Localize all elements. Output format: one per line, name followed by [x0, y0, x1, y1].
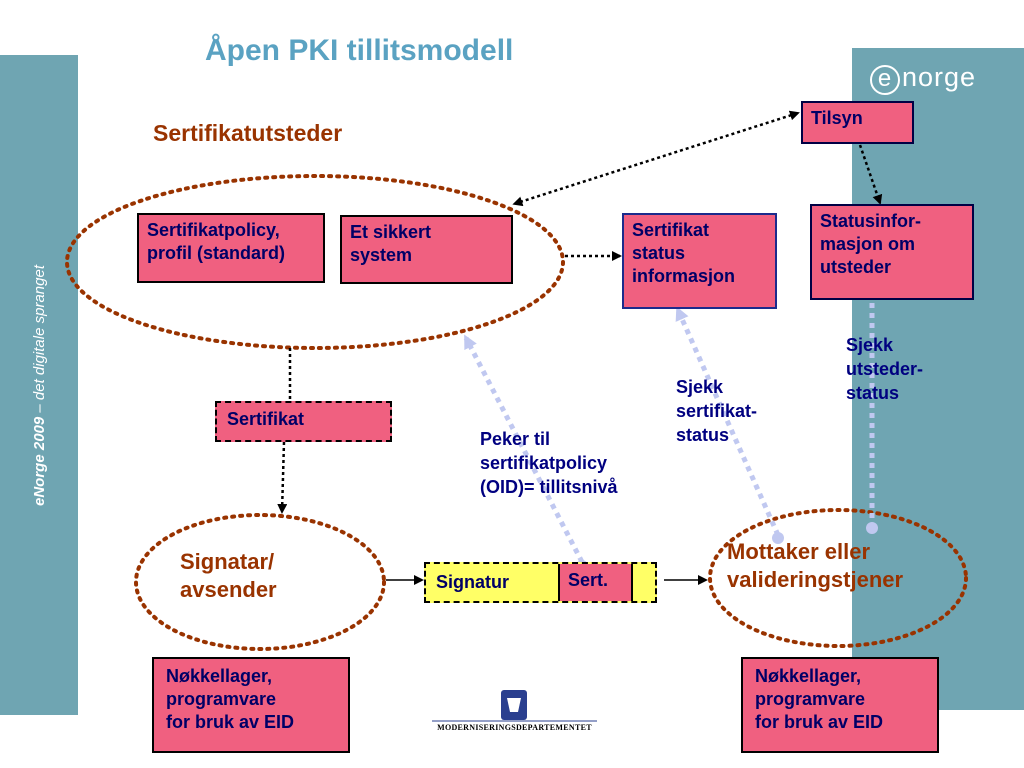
status-info-line-2: masjon om [820, 234, 916, 254]
cert-status-line-2: status [632, 243, 686, 263]
enorge-logo-e: e [870, 65, 900, 95]
dot-receiver-2 [866, 522, 878, 534]
policy-line-2: profil (standard) [147, 243, 285, 263]
points-to-line-2: sertifikatpolicy [480, 453, 608, 473]
status-info-box: Statusinfor- masjon om utsteder [810, 204, 974, 300]
ministry-crest-icon [432, 690, 597, 722]
receiver-line-2: valideringstjener [727, 567, 904, 592]
signer-ellipse [134, 513, 386, 651]
enorge-logo-text: norge [902, 62, 977, 92]
status-info-line-1: Statusinfor- [820, 211, 921, 231]
policy-box: Sertifikatpolicy, profil (standard) [137, 213, 325, 283]
check-issuer-label: Sjekk utsteder- status [846, 333, 923, 405]
issuer-heading: Sertifikatutsteder [153, 120, 343, 146]
ministry-logo: MODERNISERINGSDEPARTEMENTET [432, 690, 597, 742]
cert-status-line-3: informasjon [632, 266, 736, 286]
check-issuer-line-1: Sjekk [846, 335, 894, 355]
check-cert-line-3: status [676, 425, 730, 445]
arrow-tilsyn-issuer [512, 110, 800, 207]
secure-system-line-2: system [350, 245, 413, 265]
cert-status-line-1: Sertifikat [632, 220, 710, 240]
dot-receiver-1 [772, 532, 784, 544]
check-cert-line-1: Sjekk [676, 377, 724, 397]
keystore-right-line-3: for bruk av EID [755, 712, 884, 732]
policy-line-1: Sertifikatpolicy, [147, 220, 280, 240]
points-to-line-1: Peker til [480, 429, 551, 449]
points-to-line-3: (OID)= tillitsnivå [480, 477, 618, 497]
keystore-left-box: Nøkkellager, programvare for bruk av EID [152, 657, 350, 753]
receiver-line-1: Mottaker eller [727, 539, 871, 564]
arrow-sertifikat-signer [277, 441, 288, 514]
arrow-sert-policy [463, 334, 585, 564]
receiver-label: Mottaker eller valideringstjener [727, 538, 903, 594]
keystore-left-line-1: Nøkkellager, [166, 666, 273, 686]
signer-line-2: avsender [180, 577, 277, 602]
sert-box: Sert. [558, 564, 633, 601]
check-cert-line-2: sertifikat- [676, 401, 758, 421]
secure-system-box: Et sikkert system [340, 215, 513, 284]
signer-label: Signatar/ avsender [180, 548, 277, 604]
check-issuer-line-3: status [846, 383, 900, 403]
keystore-right-line-2: programvare [755, 689, 866, 709]
cert-status-box: Sertifikat status informasjon [622, 213, 777, 309]
signatur-label: Signatur [436, 572, 510, 592]
right-side-band [852, 48, 1024, 710]
keystore-right-line-1: Nøkkellager, [755, 666, 862, 686]
arrow-tilsyn-status [858, 144, 883, 205]
keystore-left-line-2: programvare [166, 689, 277, 709]
receiver-ellipse [708, 508, 968, 648]
points-to-label: Peker til sertifikatpolicy (OID)= tillit… [480, 427, 618, 499]
sertifikat-box: Sertifikat [215, 401, 392, 442]
status-info-line-3: utsteder [820, 257, 892, 277]
secure-system-line-1: Et sikkert [350, 222, 432, 242]
signer-line-1: Signatar/ [180, 549, 275, 574]
tilsyn-box: Tilsyn [801, 101, 914, 144]
ministry-name: MODERNISERINGSDEPARTEMENTET [437, 723, 592, 732]
signature-block: Signatur Sert. [424, 562, 657, 603]
keystore-right-box: Nøkkellager, programvare for bruk av EID [741, 657, 939, 753]
slide-title: Åpen PKI tillitsmodell [205, 34, 514, 67]
issuer-ellipse [65, 174, 565, 350]
left-side-band [0, 55, 78, 715]
arrow-receiver-certstatus [675, 306, 781, 537]
check-issuer-line-2: utsteder- [846, 359, 924, 379]
check-cert-label: Sjekk sertifikat- status [676, 375, 757, 447]
keystore-left-line-3: for bruk av EID [166, 712, 295, 732]
